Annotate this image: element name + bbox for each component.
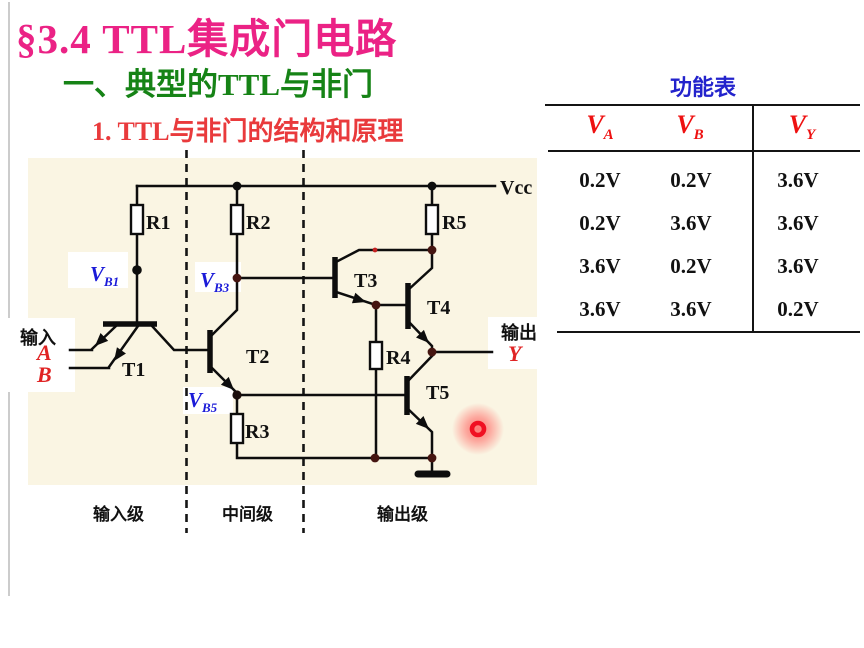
input-a-label: A (35, 340, 52, 365)
node-vb3-label: VB3 (200, 268, 230, 295)
table-rule-vertical (752, 104, 754, 333)
input-b-label: B (36, 362, 52, 387)
slide-edge-line (8, 2, 10, 596)
table-header-va: VA (586, 110, 614, 144)
resistor-r2-symbol (229, 203, 245, 236)
page-title: §3.4 TTL集成门电路 (16, 16, 398, 62)
vcc-label: Vcc (500, 177, 532, 199)
table-cell: 3.6V (777, 211, 819, 235)
resistor-r1-label: R1 (146, 212, 170, 234)
ttl-nand-circuit-diagram: R1 R2 R5 R3 R4 T1 T2 T3 T4 T5 Vcc VB1 VB… (6, 150, 538, 533)
table-cell: 3.6V (579, 297, 621, 321)
table-cell: 0.2V (579, 211, 621, 235)
table-cell: 0.2V (670, 168, 712, 192)
table-rule-bottom (557, 331, 860, 333)
resistor-r4-label: R4 (386, 347, 410, 369)
node-vb5-label: VB5 (188, 388, 218, 415)
section-heading: 一、典型的TTL与非门 (63, 67, 374, 102)
resistor-r2-label: R2 (246, 212, 270, 234)
stage-middle-label: 中间级 (222, 504, 273, 524)
label-patches (6, 252, 538, 414)
table-cell: 0.2V (579, 168, 621, 192)
resistor-r5-symbol (424, 203, 440, 236)
stage-output-label: 输出级 (377, 504, 428, 524)
table-cell: 3.6V (670, 297, 712, 321)
resistor-r3-symbol (229, 412, 245, 445)
output-y-label: Y (508, 341, 524, 366)
table-rule-top (545, 104, 860, 106)
table-cell: 0.2V (670, 254, 712, 278)
junction-dots (132, 181, 437, 463)
transistor-t3-label: T3 (354, 270, 377, 292)
table-rule-header (548, 150, 860, 152)
resistor-r5-label: R5 (442, 212, 466, 234)
transistor-t4-label: T4 (427, 297, 450, 319)
table-header-vb: VB (676, 110, 704, 144)
resistor-r4-symbol (368, 340, 384, 371)
table-cell: 3.6V (579, 254, 621, 278)
table-header-vy: VY (788, 110, 816, 144)
table-cell: 3.6V (670, 211, 712, 235)
transistor-t2-label: T2 (246, 346, 269, 368)
input-label: 输入 (20, 327, 56, 348)
node-vb1-label: VB1 (90, 262, 119, 289)
stage-input-label: 输入级 (93, 504, 144, 524)
laser-pointer-dot (452, 403, 504, 455)
function-table-title: 功能表 (669, 75, 736, 100)
subsection-heading: 1. TTL与非门的结构和原理 (92, 117, 404, 146)
output-label: 输出 (501, 322, 537, 343)
emitter-arrows (95, 292, 429, 429)
resistor-r3-label: R3 (245, 421, 269, 443)
resistor-r1-symbol (129, 203, 145, 236)
table-cell: 3.6V (777, 254, 819, 278)
transistor-t5-label: T5 (426, 382, 449, 404)
table-cell: 0.2V (777, 297, 819, 321)
table-cell: 3.6V (777, 168, 819, 192)
transistor-t1-label: T1 (122, 359, 145, 381)
